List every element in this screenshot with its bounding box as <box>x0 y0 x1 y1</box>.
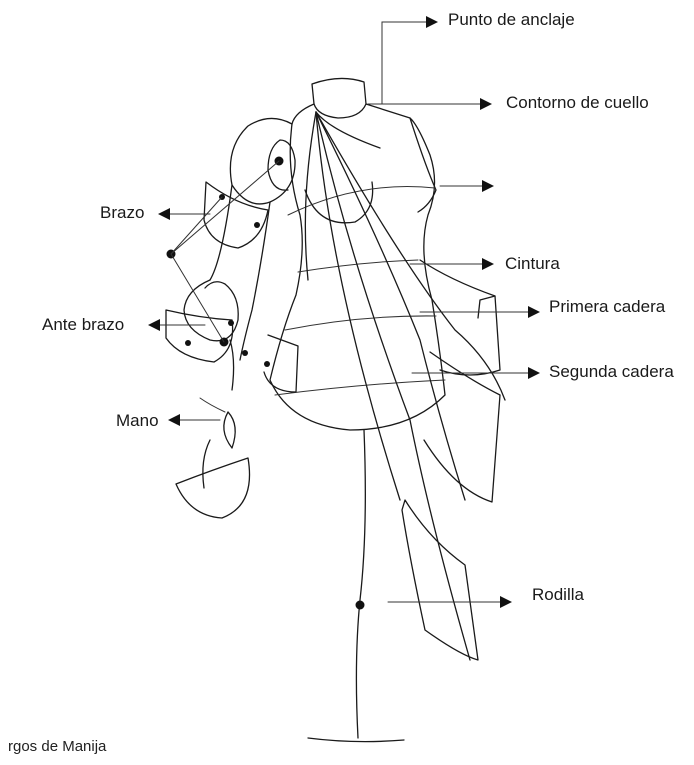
arrow-primera-head <box>528 306 540 318</box>
forearm-dot-3 <box>242 350 248 356</box>
label-cintura: Cintura <box>505 254 560 274</box>
arrow-punto-anclaje-line <box>382 22 428 104</box>
stand-pole <box>308 430 404 742</box>
label-mano: Mano <box>116 411 159 431</box>
figure-caption: rgos de Manija <box>8 738 106 755</box>
arm-dot-2 <box>254 222 260 228</box>
hanging-panels <box>402 260 500 660</box>
arm-shapes <box>166 118 298 518</box>
arrow-rodilla-head <box>500 596 512 608</box>
callout-arrows <box>148 16 540 608</box>
forearm-dot-1 <box>228 320 234 326</box>
arrow-brazo-head <box>158 208 170 220</box>
arrow-antebrazo-head <box>148 319 160 331</box>
label-primera-cadera: Primera cadera <box>549 297 665 317</box>
label-segunda-cadera: Segunda cadera <box>549 362 674 382</box>
arrow-segunda-head <box>528 367 540 379</box>
marker-dots <box>167 157 365 610</box>
label-ante-brazo: Ante brazo <box>42 315 124 335</box>
forearm-dot-2 <box>185 340 191 346</box>
arrow-punto-anclaje-head <box>426 16 438 28</box>
drape-strips <box>305 112 505 660</box>
label-contorno-cuello: Contorno de cuello <box>506 93 649 113</box>
arrow-contorno-head <box>480 98 492 110</box>
hip-dot <box>264 361 270 367</box>
neck-shape <box>312 78 366 118</box>
arrow-mano-head <box>168 414 180 426</box>
arrow-busto-head <box>482 180 494 192</box>
knee-dot <box>356 601 365 610</box>
label-rodilla: Rodilla <box>532 585 584 605</box>
label-punto-anclaje: Punto de anclaje <box>448 10 575 30</box>
arrow-cintura-head <box>482 258 494 270</box>
label-brazo: Brazo <box>100 203 144 223</box>
